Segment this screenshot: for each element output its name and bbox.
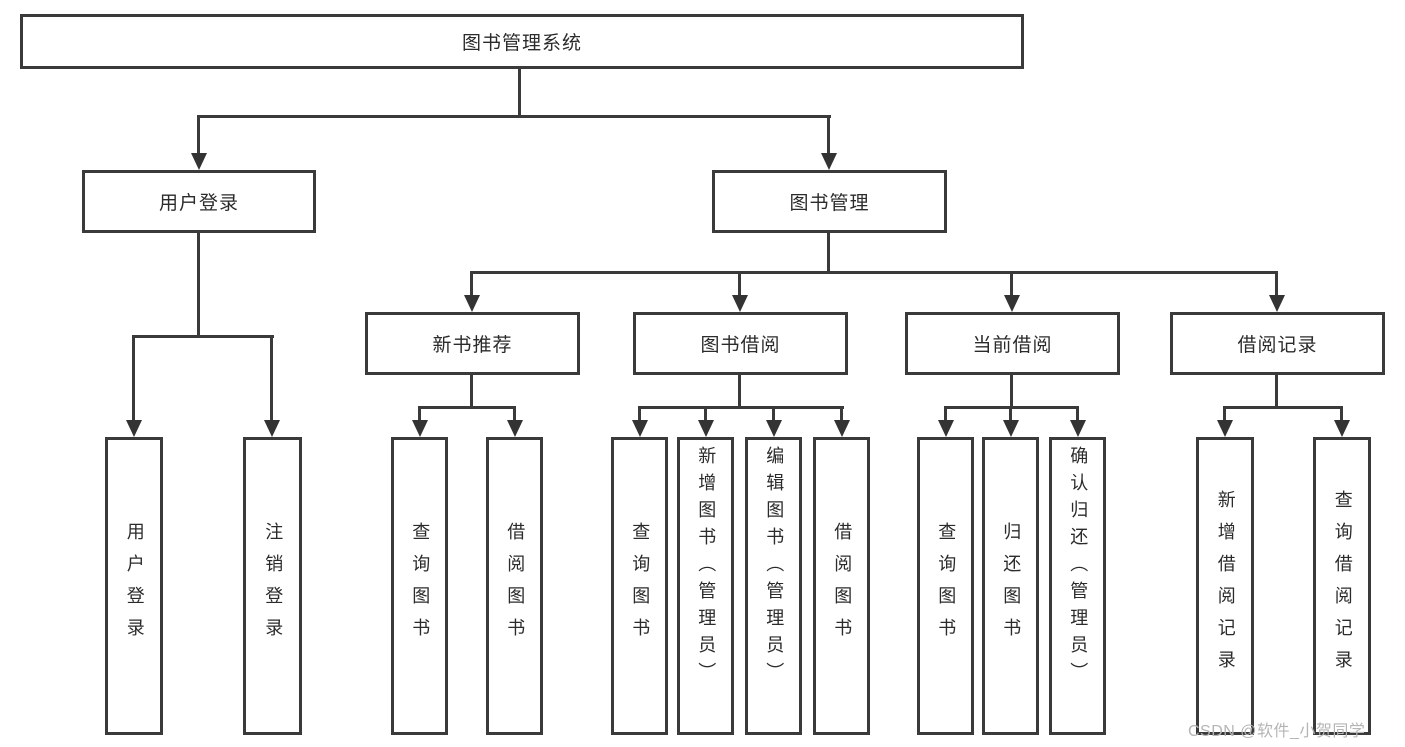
leaf-query-books-recommend: 查询图书: [391, 437, 448, 735]
node-current-borrowing: 当前借阅: [905, 312, 1120, 375]
node-label: 注销登录: [263, 522, 284, 650]
arrow-down-icon: [821, 153, 837, 170]
connector-line: [270, 337, 273, 422]
connector-line: [1223, 408, 1226, 421]
connector-line: [513, 408, 516, 421]
arrow-down-icon: [264, 420, 280, 437]
leaf-edit-book-admin: 编辑图书（管理员）: [745, 437, 802, 735]
node-label: 用户登录: [158, 193, 239, 214]
arrow-down-icon: [191, 153, 207, 170]
connector-line: [197, 115, 831, 118]
node-user-login: 用户登录: [82, 170, 316, 233]
connector-line: [197, 233, 200, 337]
node-label: 借阅图书: [832, 522, 853, 650]
node-label: 确认归还（管理员）: [1068, 446, 1089, 689]
node-label: 查询图书: [630, 522, 651, 650]
node-label: 查询借阅记录: [1332, 490, 1353, 682]
node-label: 图书借阅: [700, 335, 781, 356]
arrow-down-icon: [412, 420, 428, 437]
node-label: 新书推荐: [432, 335, 513, 356]
arrow-down-icon: [1217, 420, 1233, 437]
arrow-down-icon: [766, 420, 782, 437]
leaf-user-login: 用户登录: [105, 437, 163, 735]
arrow-down-icon: [732, 295, 748, 312]
node-label: 图书管理: [789, 193, 870, 214]
connector-line: [470, 375, 473, 408]
connector-line: [1340, 408, 1343, 421]
connector-line: [1223, 406, 1343, 409]
node-label: 归还图书: [1001, 522, 1022, 650]
node-borrowing-records: 借阅记录: [1170, 312, 1385, 375]
arrow-down-icon: [464, 295, 480, 312]
connector-line: [638, 408, 641, 421]
leaf-logout: 注销登录: [243, 437, 302, 735]
arrow-down-icon: [938, 420, 954, 437]
node-library-management-system: 图书管理系统: [20, 14, 1024, 69]
connector-line: [1010, 273, 1013, 297]
node-label: 编辑图书（管理员）: [764, 446, 785, 689]
node-label: 当前借阅: [972, 335, 1053, 356]
connector-line: [1009, 408, 1012, 421]
connector-line: [1010, 375, 1013, 408]
connector-line: [840, 408, 843, 421]
connector-line: [944, 406, 1079, 409]
connector-line: [132, 335, 274, 338]
arrow-down-icon: [1004, 295, 1020, 312]
leaf-query-books-borrowing: 查询图书: [611, 437, 668, 735]
arrow-down-icon: [698, 420, 714, 437]
connector-line: [827, 118, 830, 156]
leaf-borrow-books-borrowing: 借阅图书: [813, 437, 870, 735]
connector-line: [704, 408, 707, 421]
node-label: 新增借阅记录: [1215, 490, 1236, 682]
connector-line: [518, 69, 521, 118]
node-label: 借阅记录: [1237, 335, 1318, 356]
connector-line: [418, 408, 421, 421]
node-label: 查询图书: [936, 522, 957, 650]
connector-line: [944, 408, 947, 421]
arrow-down-icon: [1334, 420, 1350, 437]
leaf-confirm-return-admin: 确认归还（管理员）: [1049, 437, 1106, 735]
node-new-book-recommend: 新书推荐: [365, 312, 580, 375]
leaf-query-books-current: 查询图书: [917, 437, 974, 735]
connector-line: [197, 118, 200, 156]
arrow-down-icon: [507, 420, 523, 437]
connector-line: [827, 233, 830, 273]
arrow-down-icon: [632, 420, 648, 437]
connector-line: [418, 406, 516, 409]
connector-line: [1275, 375, 1278, 408]
node-label: 用户登录: [124, 522, 145, 650]
leaf-add-book-admin: 新增图书（管理员）: [677, 437, 734, 735]
leaf-return-books: 归还图书: [982, 437, 1039, 735]
arrow-down-icon: [1003, 420, 1019, 437]
connector-line: [1076, 408, 1079, 421]
leaf-add-borrow-record: 新增借阅记录: [1196, 437, 1254, 735]
connector-line: [470, 271, 1278, 274]
connector-line: [772, 408, 775, 421]
connector-line: [470, 273, 473, 297]
connector-line: [738, 375, 741, 408]
node-book-management: 图书管理: [712, 170, 947, 233]
connector-line: [1275, 273, 1278, 297]
arrow-down-icon: [1269, 295, 1285, 312]
arrow-down-icon: [1070, 420, 1086, 437]
connector-line: [638, 406, 844, 409]
leaf-query-borrow-record: 查询借阅记录: [1313, 437, 1371, 735]
node-label: 新增图书（管理员）: [696, 446, 717, 689]
connector-line: [738, 273, 741, 297]
connector-line: [132, 337, 135, 422]
node-label: 图书管理系统: [461, 33, 582, 54]
node-book-borrowing: 图书借阅: [633, 312, 848, 375]
node-label: 查询图书: [410, 522, 431, 650]
node-label: 借阅图书: [505, 522, 526, 650]
leaf-borrow-books-recommend: 借阅图书: [486, 437, 543, 735]
arrow-down-icon: [834, 420, 850, 437]
csdn-watermark: CSDN @软件_小贺同学: [1188, 723, 1366, 740]
arrow-down-icon: [126, 420, 142, 437]
